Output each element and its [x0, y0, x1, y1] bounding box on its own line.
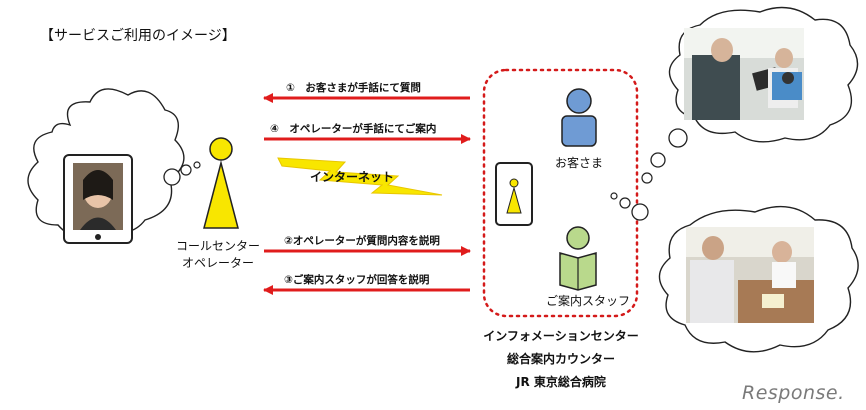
- location-line-2: 総合案内カウンター: [506, 352, 615, 366]
- brand-watermark: Response.: [742, 382, 845, 404]
- customer-label: お客さま: [555, 156, 604, 170]
- customer-icon: [561, 88, 597, 147]
- operator-label-line1: コールセンター: [176, 239, 261, 253]
- call-center-operator-icon: [203, 137, 239, 229]
- location-line-1: インフォメーションセンター: [483, 329, 639, 343]
- information-staff-icon: [559, 226, 597, 291]
- staff-label: ご案内スタッフ: [546, 294, 631, 308]
- operator-label-line2: オペレーター: [182, 256, 255, 270]
- diagram-title: 【サービスご利用のイメージ】: [40, 28, 236, 44]
- arrow-2-label: ②オペレーターが質問内容を説明: [284, 235, 440, 247]
- customer-photo: [684, 28, 804, 120]
- arrow-3-label: ③ご案内スタッフが回答を説明: [284, 274, 430, 286]
- staff-photo: [686, 227, 814, 323]
- kiosk-tablet-icon: [495, 162, 533, 226]
- information-center-box: [482, 68, 639, 318]
- operator-video-photo: [73, 163, 123, 230]
- internet-label: インターネット: [310, 170, 395, 184]
- lightning-icon: [277, 157, 443, 196]
- location-line-3: JR 東京総合病院: [516, 375, 606, 389]
- arrow-4-label: ④ オペレーターが手話にてご案内: [270, 123, 437, 135]
- arrow-1-label: ① お客さまが手話にて質問: [286, 82, 421, 94]
